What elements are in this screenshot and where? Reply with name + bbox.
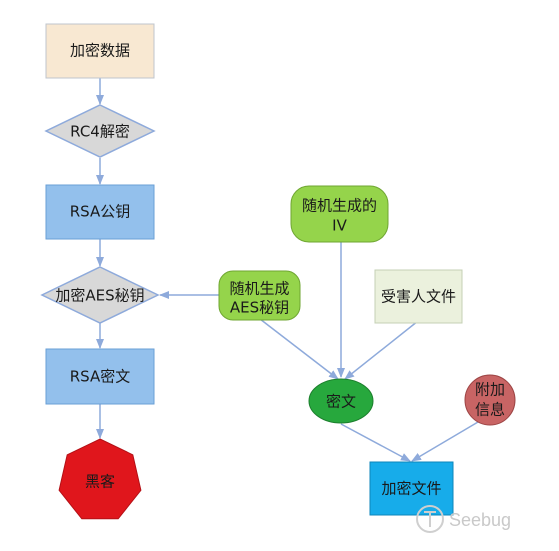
node-extra-info-label-1: 附加 — [475, 381, 505, 399]
node-rsa-ciphertext-label: RSA密文 — [70, 368, 130, 386]
arrow-aes-key-to-cipher — [259, 318, 339, 380]
arrow-victim-file-to-cipher — [344, 320, 419, 380]
node-victim-file: 受害人文件 — [374, 269, 463, 324]
node-extra-info-label-2: 信息 — [475, 401, 505, 419]
node-ciphertext-label: 密文 — [326, 393, 356, 411]
node-encrypted-data-label: 加密数据 — [70, 42, 130, 60]
node-hacker: 黑客 — [58, 438, 142, 520]
node-encrypt-aes-key: 加密AES秘钥 — [40, 266, 160, 324]
node-rsa-ciphertext: RSA密文 — [45, 348, 155, 405]
node-rc4-decrypt-label: RC4解密 — [70, 123, 130, 141]
connectors — [96, 78, 479, 462]
arrow-cipher-to-encrypted-file — [340, 423, 411, 462]
arrow-extra-info-to-encrypted-file — [411, 421, 479, 462]
node-hacker-label: 黑客 — [85, 473, 115, 491]
seebug-logo-icon — [416, 505, 444, 533]
node-encrypted-file-label: 加密文件 — [381, 480, 441, 498]
node-random-iv: 随机生成的 IV — [290, 185, 389, 243]
seebug-watermark-text: Seebug — [449, 510, 511, 530]
seebug-watermark: Seebug — [416, 505, 511, 533]
node-rsa-public-key: RSA公钥 — [45, 184, 155, 240]
node-random-aes-key-label-2: AES秘钥 — [230, 299, 289, 317]
node-encrypted-file: 加密文件 — [369, 461, 454, 516]
node-rc4-decrypt: RC4解密 — [44, 104, 156, 158]
node-random-iv-label-2: IV — [332, 217, 347, 235]
node-random-aes-key: 随机生成 AES秘钥 — [218, 270, 301, 321]
node-encrypt-aes-key-label: 加密AES秘钥 — [55, 287, 144, 305]
node-random-aes-key-label-1: 随机生成 — [229, 280, 289, 298]
node-rsa-public-key-label: RSA公钥 — [70, 203, 130, 221]
node-victim-file-label: 受害人文件 — [381, 288, 456, 306]
node-random-iv-label-1: 随机生成的 — [302, 197, 377, 215]
node-ciphertext: 密文 — [308, 378, 374, 424]
node-encrypted-data: 加密数据 — [45, 23, 155, 79]
node-extra-info: 附加 信息 — [464, 374, 516, 426]
